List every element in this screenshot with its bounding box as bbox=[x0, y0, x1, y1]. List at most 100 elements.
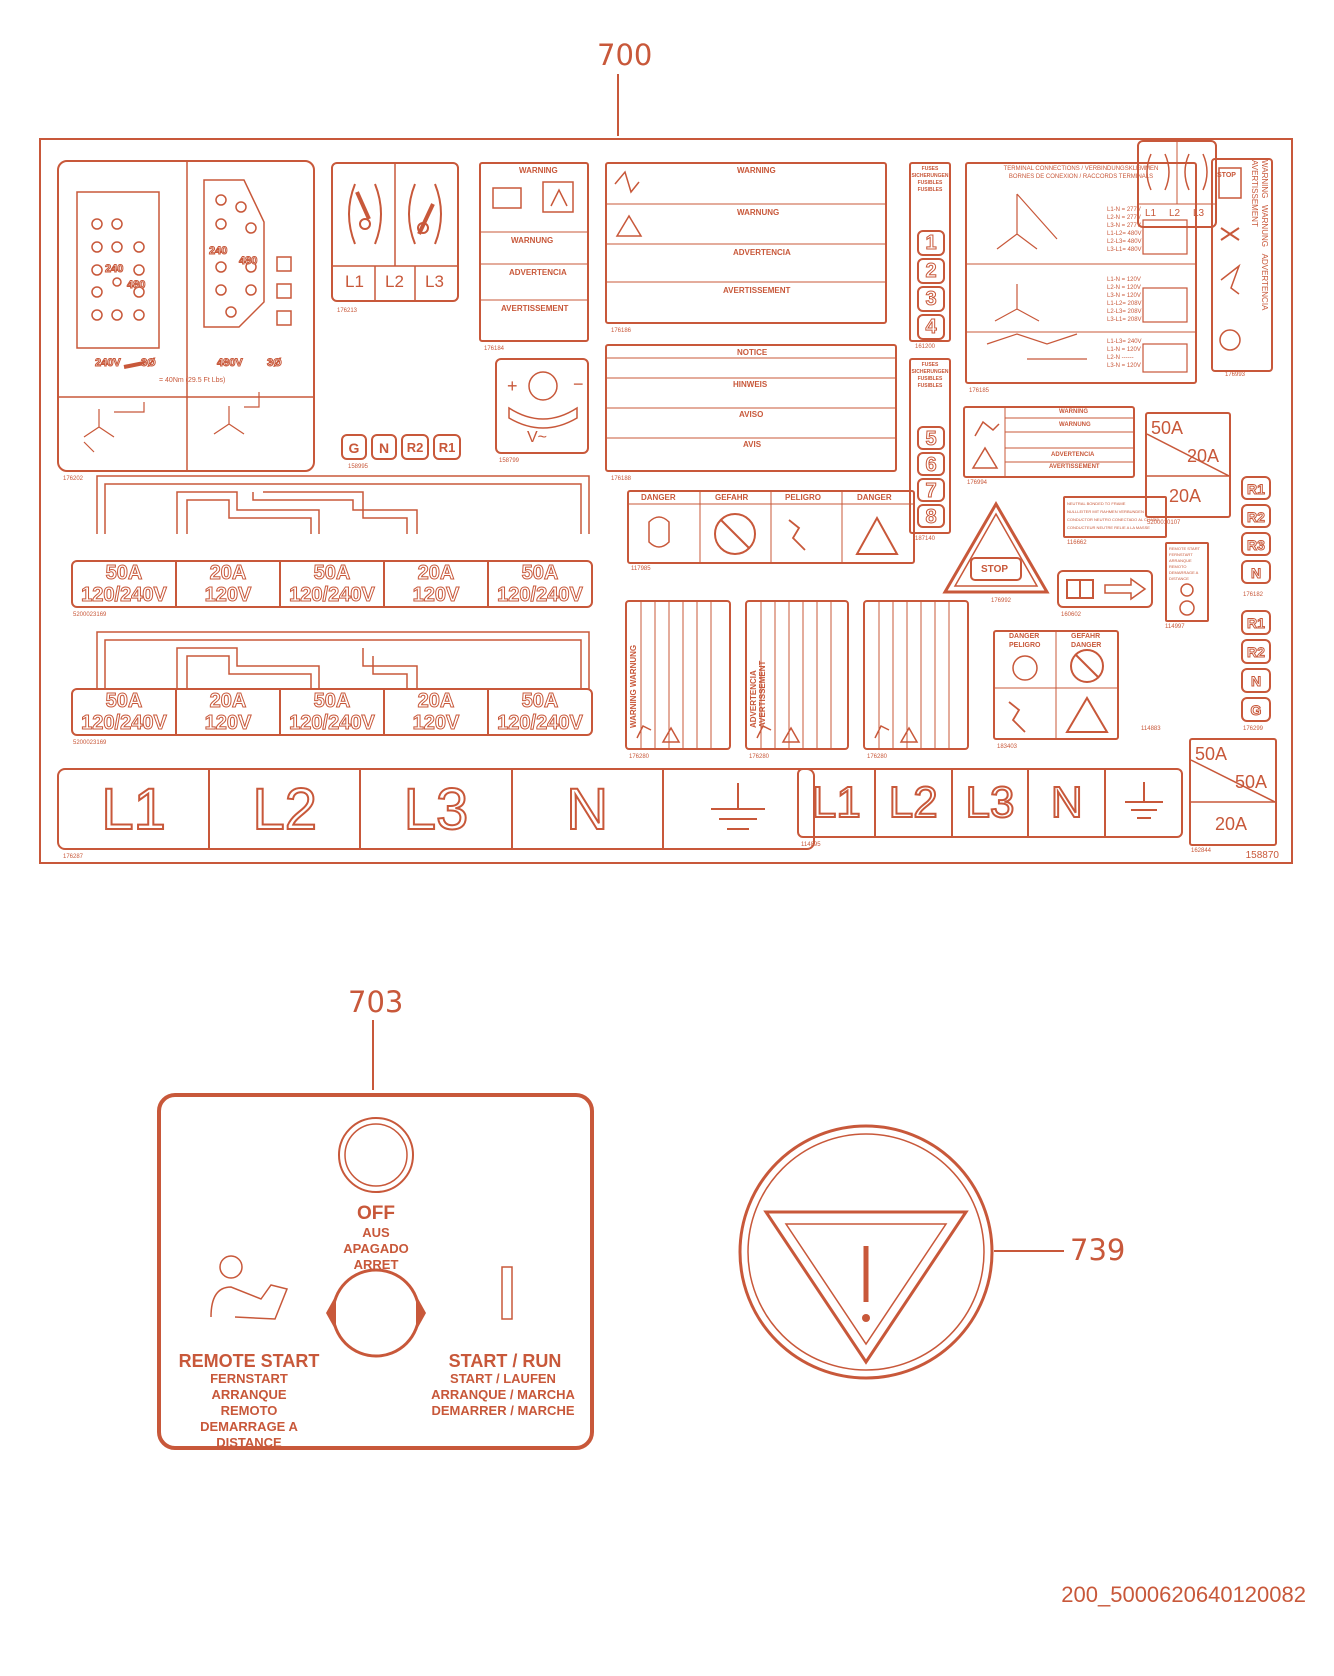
off-label: OFF bbox=[357, 1203, 395, 1224]
label-r1: R1 bbox=[433, 434, 461, 460]
label-r2: R2 bbox=[401, 434, 429, 460]
stop-vertical-text: STOP bbox=[1217, 172, 1236, 179]
r-column-1: R1 R2 R3 N bbox=[1241, 476, 1271, 584]
sw-heading-1: WARNING bbox=[1059, 409, 1088, 415]
terminals-small-part-number: 114895 bbox=[801, 842, 821, 848]
ground-icon bbox=[711, 783, 766, 830]
w186-heading-3: ADVERTENCIA bbox=[733, 248, 791, 257]
term-big-l1: L1 bbox=[59, 770, 211, 848]
fuse-3: 3 bbox=[917, 286, 945, 312]
remote-es1: ARRANQUE bbox=[211, 1387, 287, 1402]
stop-engine-icon bbox=[1218, 167, 1242, 351]
danger-strip-icons bbox=[629, 492, 913, 562]
fuse-2: 2 bbox=[917, 258, 945, 284]
panel-50a-mid: 20A bbox=[1187, 446, 1220, 466]
breaker-row1-bus bbox=[96, 475, 590, 534]
warning-decal-184: WARNING WARNUNG ADVERTENCIA AVERTISSEMEN… bbox=[479, 162, 589, 342]
ds-heading-2: GEFAHR bbox=[1071, 633, 1101, 640]
terminal-diagrams bbox=[967, 193, 1195, 373]
r-col1-r1: R1 bbox=[1241, 476, 1271, 500]
n188-rules bbox=[607, 357, 895, 439]
left-phase-label: 3Ø bbox=[141, 357, 157, 370]
vertical-warning-1: WARNING WARNUNG bbox=[625, 600, 731, 750]
svg-text:V~: V~ bbox=[527, 429, 547, 446]
w184-heading-1: WARNING bbox=[519, 166, 558, 175]
term-small-l2: L2 bbox=[876, 770, 953, 836]
start-de: START / LAUFEN bbox=[450, 1371, 556, 1386]
ground-row-part-number: 158995 bbox=[348, 464, 369, 470]
remote-de: FERNSTART bbox=[210, 1371, 288, 1386]
phase-l1: L1 bbox=[345, 272, 364, 291]
panel-50a-50a-20a: 50A 50A 20A bbox=[1189, 738, 1277, 846]
danger-heading-4: DANGER bbox=[857, 493, 892, 502]
vw2-part-number: 176280 bbox=[749, 754, 770, 760]
term-big-l2: L2 bbox=[210, 770, 362, 848]
fuse-5: 5 bbox=[917, 426, 945, 451]
panel-50a-part-number: 5200010107 bbox=[1147, 520, 1181, 526]
fuse-8: 8 bbox=[917, 504, 945, 529]
left-center-bottom: 480 bbox=[126, 279, 146, 292]
fuses-bottom-header: FUSES SICHERUNGEN FUSIBLES FUSIBLES bbox=[911, 362, 949, 389]
svg-text:−: − bbox=[573, 374, 584, 394]
r-column-part-number: 176182 bbox=[1243, 592, 1264, 598]
ground-icon-small bbox=[1124, 782, 1163, 819]
w186-rules bbox=[607, 170, 885, 283]
sw-heading-2: WARNUNG bbox=[1059, 422, 1091, 428]
start-run-label[interactable]: START / RUN bbox=[448, 1351, 562, 1371]
vw3-lines bbox=[874, 602, 950, 748]
vertical-warning-2: ADVERTENCIA AVERTISSEMENT bbox=[745, 600, 849, 750]
manual-decal bbox=[1057, 570, 1153, 608]
stop-warning-part-number: 176993 bbox=[1225, 372, 1246, 378]
phase-l2: L2 bbox=[385, 272, 404, 291]
callout-700: 700 bbox=[597, 38, 653, 72]
small-warning-decal: WARNING WARNUNG ADVERTENCIA AVERTISSEMEN… bbox=[963, 406, 1135, 478]
remote-panel-graphics bbox=[210, 1117, 513, 1358]
phase-selector-part-number: 176213 bbox=[337, 308, 358, 314]
decal-sheet-700: 240V 3Ø 480V 3Ø 240 480 240 480 = 40Nm (… bbox=[39, 138, 1293, 864]
panel-50a-top: 50A bbox=[1151, 418, 1184, 438]
r-col1-r2: R2 bbox=[1241, 504, 1271, 528]
phase-small-part-number: 114883 bbox=[1141, 726, 1161, 732]
off-fr: ARRET bbox=[353, 1257, 399, 1272]
panel-50a-20a-20a: 50A 20A 20A bbox=[1145, 412, 1231, 518]
r-column-2: R1 R2 N G bbox=[1241, 610, 1271, 722]
manual-part-number: 160602 bbox=[1061, 612, 1082, 618]
sw-heading-4: AVERTISSEMENT bbox=[1049, 464, 1100, 470]
small-warning-part-number: 176994 bbox=[967, 480, 988, 486]
wiring-plate-part-number: 176202 bbox=[63, 476, 84, 482]
breaker-row2-bus bbox=[96, 631, 590, 690]
right-center-bottom: 480 bbox=[238, 255, 258, 268]
r-column2-part-number: 176299 bbox=[1243, 726, 1264, 732]
fuse-4: 4 bbox=[917, 314, 945, 340]
left-center-top: 240 bbox=[104, 263, 124, 276]
start-es: ARRANQUE / MARCHA bbox=[431, 1387, 575, 1402]
book-arrow-icon bbox=[1066, 577, 1147, 601]
panel-50a-small-part-number: 162844 bbox=[1191, 848, 1212, 854]
remote-start-panel: OFF AUS APAGADO ARRET REMOTE START FERNS… bbox=[157, 1093, 594, 1450]
neutral-lines: NEUTRAL BONDED TO FRAME NULLLEITER MIT R… bbox=[1067, 501, 1159, 530]
vw1-lines bbox=[636, 602, 712, 748]
breaker-row1-part-number: 5200023169 bbox=[73, 612, 107, 618]
remote-start-label[interactable]: REMOTE START bbox=[178, 1351, 320, 1371]
fuse-6: 6 bbox=[917, 452, 945, 477]
stop-warning-headings: WARNING WARNUNG ADVERTENCIA AVERTISSEMEN… bbox=[1250, 160, 1269, 311]
phase-small-l1: L1 bbox=[1145, 208, 1157, 219]
off-es: APAGADO bbox=[343, 1241, 409, 1256]
neutral-bonded-decal: NEUTRAL BONDED TO FRAME NULLLEITER MIT R… bbox=[1063, 496, 1167, 538]
danger-small-part-number: 183403 bbox=[997, 744, 1018, 750]
w186-heading-4: AVERTISSEMENT bbox=[723, 286, 791, 295]
r-col2-g: G bbox=[1241, 697, 1271, 722]
n188-heading-4: AVIS bbox=[743, 440, 762, 449]
panel-small-bottom: 20A bbox=[1215, 814, 1248, 834]
r-col2-r1: R1 bbox=[1241, 610, 1271, 635]
wiring-plate-diagram bbox=[59, 162, 313, 470]
fuse-7: 7 bbox=[917, 478, 945, 503]
panel-small-mid: 50A bbox=[1235, 772, 1268, 792]
w184-part-number: 176184 bbox=[484, 346, 505, 352]
w186-heading-1: WARNING bbox=[737, 166, 776, 175]
panel-small-top: 50A bbox=[1195, 744, 1228, 764]
